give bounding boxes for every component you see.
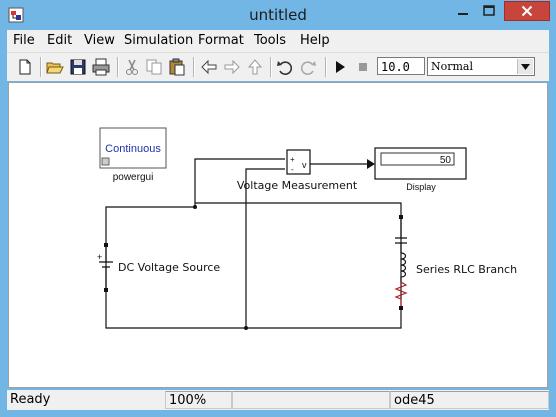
stop-time-input[interactable]: 10.0 <box>377 57 425 75</box>
cut-icon[interactable] <box>123 58 141 76</box>
status-blank <box>232 391 390 409</box>
voltage-measurement-label: Voltage Measurement <box>237 179 358 192</box>
menu-bar: File Edit View Simulation Format Tools H… <box>7 30 549 52</box>
open-icon[interactable] <box>46 58 64 76</box>
wire-junction <box>244 326 248 330</box>
simulation-mode-select[interactable]: Normal <box>427 57 535 76</box>
menu-format[interactable]: Format <box>198 33 244 48</box>
simulink-app-icon[interactable] <box>8 7 24 23</box>
circuit-loop-wire <box>105 202 402 329</box>
status-bar: Ready 100% ode45 <box>7 390 549 410</box>
maximize-button[interactable] <box>476 1 502 21</box>
dc-voltage-source-block[interactable]: + <box>97 243 113 292</box>
up-level-icon[interactable] <box>246 58 264 76</box>
dc-source-plus-sign: + <box>97 252 102 262</box>
toolbar-separator <box>193 57 194 77</box>
wire-junction <box>193 205 197 209</box>
measurement-plus-port: + <box>290 155 295 164</box>
menu-file[interactable]: File <box>13 33 35 48</box>
voltage-measurement-block[interactable]: + - v <box>286 149 311 175</box>
close-button[interactable] <box>504 1 550 21</box>
powergui-content: Continuous <box>105 143 161 155</box>
signal-lines <box>105 158 402 329</box>
dropdown-arrow-icon[interactable] <box>517 59 533 74</box>
window-title: untitled <box>249 6 307 24</box>
powergui-label: powergui <box>113 172 154 183</box>
forward-icon[interactable] <box>223 58 241 76</box>
back-icon[interactable] <box>200 58 218 76</box>
status-solver: ode45 <box>390 391 549 409</box>
simulation-mode-value: Normal <box>431 60 474 73</box>
menu-tools[interactable]: Tools <box>254 33 287 48</box>
display-value: 50 <box>440 155 452 166</box>
print-icon[interactable] <box>92 58 110 76</box>
copy-icon[interactable] <box>145 58 163 76</box>
output-arrowhead <box>367 159 375 169</box>
powergui-icon <box>101 157 110 166</box>
toolbar-separator <box>270 57 271 77</box>
status-state: Ready <box>10 392 51 407</box>
save-icon[interactable] <box>69 58 87 76</box>
dc-voltage-source-label: DC Voltage Source <box>118 261 220 274</box>
toolbar: 10.0 Normal <box>7 52 549 81</box>
title-bar[interactable]: untitled <box>0 0 556 30</box>
model-canvas[interactable]: Continuous powergui + - v Voltage Measur… <box>8 82 548 388</box>
menu-help[interactable]: Help <box>300 33 330 48</box>
measurement-plus-wire <box>194 158 285 207</box>
status-zoom: 100% <box>165 391 232 409</box>
series-rlc-branch-label: Series RLC Branch <box>416 263 517 276</box>
measurement-output-port: v <box>302 160 307 170</box>
toolbar-separator <box>325 57 326 77</box>
start-simulation-icon[interactable] <box>331 58 349 76</box>
measurement-minus-wire <box>245 168 285 328</box>
undo-icon[interactable] <box>276 58 294 76</box>
toolbar-separator <box>117 57 118 77</box>
block-diagram: Continuous powergui + - v Voltage Measur… <box>97 127 517 330</box>
menu-edit[interactable]: Edit <box>47 33 73 48</box>
powergui-block[interactable]: Continuous <box>99 127 167 169</box>
menu-simulation[interactable]: Simulation <box>124 33 194 48</box>
menu-view[interactable]: View <box>84 33 115 48</box>
series-rlc-branch-block[interactable] <box>394 215 408 310</box>
minimize-icon <box>458 13 468 15</box>
redo-icon[interactable] <box>299 58 317 76</box>
minimize-button[interactable] <box>450 1 476 21</box>
display-block[interactable]: 50 <box>374 147 467 180</box>
measurement-minus-port: - <box>291 165 294 174</box>
new-model-icon[interactable] <box>16 58 34 76</box>
paste-icon[interactable] <box>168 58 186 76</box>
display-label: Display <box>406 182 436 192</box>
toolbar-separator <box>40 57 41 77</box>
stop-simulation-icon[interactable] <box>354 58 372 76</box>
close-icon <box>521 5 533 17</box>
